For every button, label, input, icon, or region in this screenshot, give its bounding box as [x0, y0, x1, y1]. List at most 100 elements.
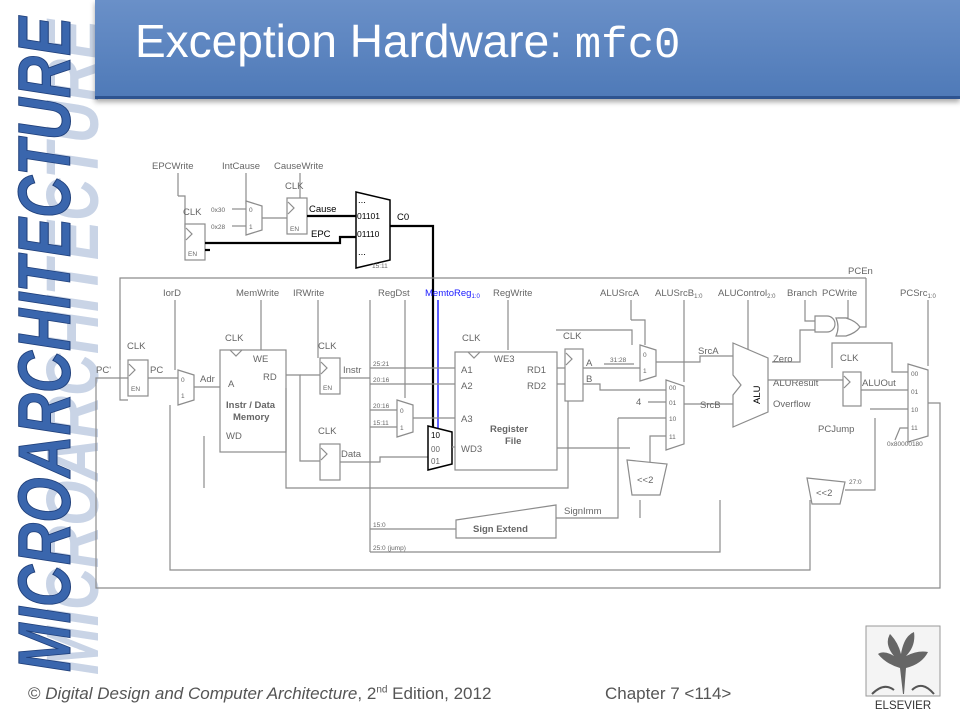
- footer-citation: © Digital Design and Computer Architectu…: [28, 684, 491, 704]
- alusrcb-in-11: 11: [669, 434, 676, 441]
- label-clk-rf: CLK: [462, 333, 481, 344]
- aluout-register: [842, 371, 862, 407]
- label-adr: Adr: [200, 374, 215, 385]
- shift-left-2-jump: [806, 477, 846, 505]
- chapter-label: Chapter 7: [605, 684, 680, 703]
- cop0-select-bits: 15:11: [372, 263, 388, 270]
- instr-data-memory: [219, 349, 287, 453]
- bits-27-0: 27:0: [849, 479, 862, 486]
- iord-mux-0: 0: [181, 377, 185, 384]
- label-irwrite: IRWrite: [293, 288, 324, 299]
- side-banner: MICROARCHITECTURE MICROARCHITECTURE: [3, 14, 111, 675]
- label-alusrca: ALUSrcA: [600, 288, 640, 299]
- rf-port-a1: A1: [461, 365, 473, 376]
- label-zero: Zero: [773, 354, 793, 365]
- label-memwrite: MemWrite: [236, 288, 279, 299]
- mem-name-2: Memory: [233, 412, 270, 423]
- label-aluout: ALUOut: [862, 378, 896, 389]
- memtoreg-mux: [427, 425, 453, 471]
- mem-port-rd: RD: [263, 372, 277, 383]
- label-shift-imm: <<2: [637, 475, 653, 486]
- rf-port-rd1: RD1: [527, 365, 546, 376]
- label-a-reg: A: [586, 358, 593, 369]
- edition-pre: , 2: [357, 684, 377, 703]
- rf-port-we3: WE3: [494, 354, 515, 365]
- label-pc: PC: [150, 365, 163, 376]
- register-file: [454, 351, 558, 471]
- label-four: 4: [636, 397, 641, 408]
- alusrcb-in-01: 01: [669, 400, 677, 407]
- alusrca-mux: [639, 344, 657, 382]
- label-pcsrc: PCSrc1:0: [900, 288, 936, 300]
- label-alusrcb: ALUSrcB1:0: [655, 288, 703, 300]
- rf-port-a2: A2: [461, 381, 473, 392]
- memtoreg-in-00: 00: [431, 445, 440, 454]
- alusrcb-in-00: 00: [669, 385, 677, 392]
- edition-sup: nd: [376, 684, 388, 696]
- intcause-mux: [245, 200, 263, 236]
- edition-post: Edition, 2012: [387, 684, 492, 703]
- rf-name-2: File: [505, 436, 521, 447]
- rf-port-wd3: WD3: [461, 444, 482, 455]
- label-regdst: RegDst: [378, 288, 410, 299]
- label-en-cause: EN: [290, 226, 299, 233]
- label-b-reg: B: [586, 374, 592, 385]
- label-pc-prime: PC': [96, 365, 111, 376]
- or-gate: [835, 317, 861, 337]
- pcsrc-in-01: 01: [911, 389, 919, 396]
- memtoreg-in-10: 10: [431, 431, 440, 440]
- rf-port-rd2: RD2: [527, 381, 546, 392]
- iord-mux: [177, 369, 195, 406]
- intcause-mux-0: 0: [249, 207, 253, 214]
- label-epcwrite: EPCWrite: [152, 161, 194, 172]
- publisher-name: ELSEVIER: [875, 700, 931, 712]
- mem-port-we: WE: [253, 354, 268, 365]
- banner-shadow-text: MICROARCHITECTURE: [31, 18, 110, 675]
- label-clk-pc: CLK: [127, 341, 146, 352]
- label-signimm: SignImm: [564, 506, 602, 517]
- mem-name-1: Instr / Data: [226, 400, 276, 411]
- label-alucontrol: ALUControl2:0: [718, 288, 776, 300]
- rf-port-a3: A3: [461, 414, 473, 425]
- ab-registers: [564, 348, 584, 402]
- cop0-mux: [355, 191, 391, 269]
- label-shift-jump: <<2: [816, 488, 832, 499]
- pcsrc-in-10: 10: [911, 407, 919, 414]
- rf-name-1: Register: [490, 424, 528, 435]
- bits-20-16a: 20:16: [373, 377, 390, 384]
- label-en-epc: EN: [188, 251, 197, 258]
- shift-left-2-imm: [626, 459, 668, 496]
- elsevier-logo: ELSEVIER: [865, 625, 941, 712]
- regdst-mux-0: 0: [400, 408, 404, 415]
- memtoreg-in-01: 01: [431, 457, 440, 466]
- bits-20-16b: 20:16: [373, 403, 390, 410]
- label-epc: EPC: [311, 229, 331, 240]
- instr-register: [319, 357, 341, 395]
- label-pcwrite: PCWrite: [822, 288, 857, 299]
- title-code: mfc0: [574, 21, 681, 71]
- label-c0: C0: [397, 212, 409, 223]
- label-aluresult: ALUResult: [773, 378, 819, 389]
- label-regwrite: RegWrite: [493, 288, 532, 299]
- slide-title: Exception Hardware: mfc0: [135, 14, 680, 71]
- label-pcen: PCEn: [848, 266, 873, 277]
- label-srca: SrcA: [698, 346, 719, 357]
- pcsrc-mux: [907, 363, 929, 443]
- iord-mux-1: 1: [181, 393, 185, 400]
- label-memtoreg: MemtoReg1:0: [425, 288, 480, 300]
- intcause-in0: 0x30: [211, 207, 225, 214]
- label-iord: IorD: [163, 288, 181, 299]
- alusrca-mux-1: 1: [643, 368, 647, 375]
- alusrca-mux-0: 0: [643, 352, 647, 359]
- label-clk-aluout: CLK: [840, 353, 859, 364]
- label-data: Data: [341, 449, 362, 460]
- banner-text: MICROARCHITECTURE: [3, 15, 86, 672]
- cop0-row-cause: 01101: [357, 211, 380, 221]
- sign-extend-unit: [455, 504, 557, 539]
- mem-port-a: A: [228, 379, 235, 390]
- label-clk-mem: CLK: [225, 333, 244, 344]
- label-alu: ALU: [752, 385, 763, 404]
- label-overflow: Overflow: [773, 399, 811, 410]
- intcause-in1: 0x28: [211, 224, 225, 231]
